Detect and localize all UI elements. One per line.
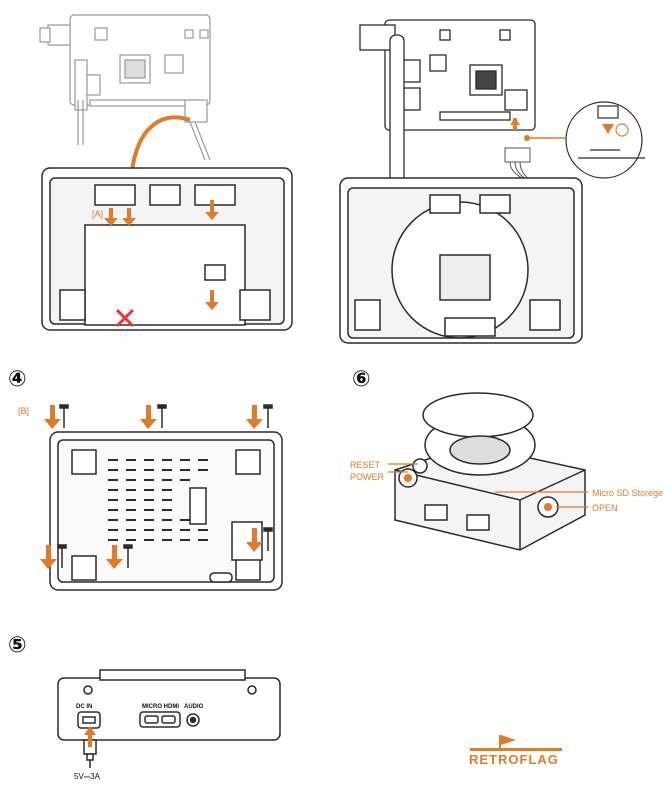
case-callout-lines xyxy=(388,463,588,508)
do-not-screw-mark xyxy=(115,308,135,328)
callout-a-label: [A] xyxy=(92,209,103,219)
step-six-number: ⑥ xyxy=(352,367,371,392)
case-rear-view xyxy=(57,669,281,741)
panel-board-install: [A] xyxy=(39,14,293,331)
dc-in-label: DC IN xyxy=(76,704,92,710)
open-label: OPEN xyxy=(592,503,618,513)
case-open-view-left xyxy=(41,167,293,331)
step-five-number: ⑤ xyxy=(8,633,27,658)
reset-label: RESET xyxy=(350,460,381,470)
raspberry-pi-board xyxy=(39,14,211,161)
callout-b-label: [B] xyxy=(18,406,29,416)
vent-slots xyxy=(108,459,208,541)
panel-step-four: [B] xyxy=(18,404,283,591)
retroflag-logo: RETROFLAG xyxy=(469,735,562,767)
connector-zoom xyxy=(565,101,645,179)
audio-label: AUDIO xyxy=(184,704,204,710)
screws xyxy=(57,404,273,568)
screw-arrows-b xyxy=(40,405,263,569)
panel-step-five: DC IN MICRO HDMI AUDIO 5V⎓3A xyxy=(57,669,281,781)
console-3d xyxy=(394,392,586,551)
micro-hdmi-label: MICRO HDMI xyxy=(142,704,179,710)
panel-step-six: RESET POWER Micro SD Storege OPEN xyxy=(350,392,663,551)
connector-down-arrow xyxy=(602,124,614,134)
screw-arrows-a xyxy=(104,200,219,310)
power-spec-label: 5V⎓3A xyxy=(74,772,101,781)
micro-sd-label: Micro SD Storege xyxy=(592,488,663,498)
retroflag-logo-text: RETROFLAG xyxy=(469,752,559,767)
panel-board-installed xyxy=(339,19,645,344)
step-four-number: ④ xyxy=(8,367,27,392)
power-label: POWER xyxy=(350,472,385,482)
case-open-view-right xyxy=(339,177,583,344)
plug-insert-arrow xyxy=(84,726,96,735)
